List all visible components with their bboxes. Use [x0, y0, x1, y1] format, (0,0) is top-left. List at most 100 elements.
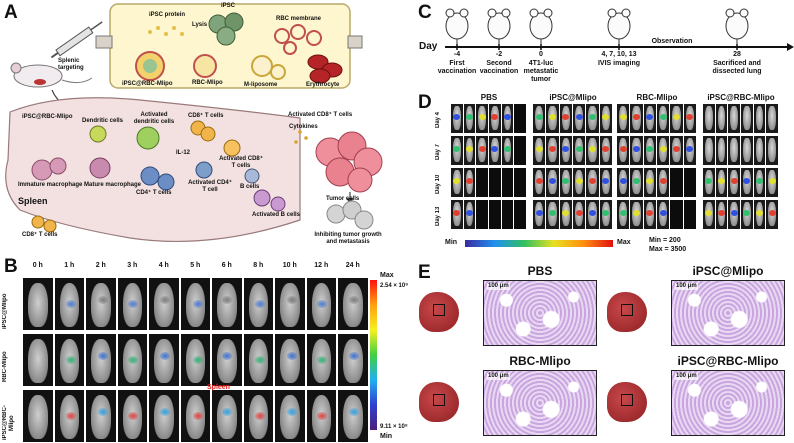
cd8-t-cell-icon: [190, 120, 216, 142]
signal-blob: [575, 210, 583, 216]
label-dendritic-cells: Dendritic cells: [82, 118, 124, 124]
ivis-cell: [533, 200, 546, 229]
ivis-cell: [463, 200, 476, 229]
mouse-silhouette: [217, 283, 237, 327]
mature-macrophage-icon: [89, 157, 111, 179]
ivis-cell: [753, 168, 766, 197]
signal-blob: [602, 114, 610, 120]
signal-blob: [659, 210, 667, 216]
ivis-cell: [715, 200, 728, 229]
signal-blob: [632, 146, 640, 152]
mouse-silhouette: [28, 339, 48, 383]
signal-blob: [453, 114, 461, 120]
ivis-cell: [630, 104, 643, 133]
signal-blob: [646, 114, 654, 120]
lung-roi-box: [621, 304, 633, 316]
ivis-cell: [476, 168, 488, 197]
label-lysis: Lysis: [192, 22, 208, 28]
signal-blob: [349, 352, 359, 360]
label-ipsc-rbc-mlipo: iPSC@RBC-Mlipo: [122, 81, 173, 87]
signal-blob: [192, 356, 203, 364]
signal-blob: [254, 412, 265, 420]
mouse-silhouette: [717, 138, 726, 162]
signal-blob: [588, 210, 596, 216]
signal-blob: [535, 146, 543, 152]
signal-blob: [588, 178, 596, 184]
ivis-max-value: Max = 3500: [649, 246, 687, 253]
histology-image: 100 μm: [671, 280, 785, 346]
imaging-cell: [23, 390, 53, 442]
ivis-cell: [643, 168, 656, 197]
ivis-cell: [586, 136, 599, 165]
time-label: 6 h: [221, 262, 232, 269]
scale-bar-label: 100 μm: [487, 283, 510, 290]
signal-blob: [503, 146, 511, 152]
scale-min-value: 9.11 × 10⁸: [380, 424, 408, 430]
activated-cd8-icon: [223, 139, 241, 157]
label-m-liposome: M-liposome: [244, 82, 278, 88]
signal-blob: [192, 412, 203, 420]
ipsc-rbc-mlipo-particle-icon: [135, 51, 165, 81]
signal-blob: [602, 210, 610, 216]
scale-max-label: Max: [380, 272, 394, 279]
mouse-silhouette: [755, 106, 764, 130]
mouse-icon: [445, 8, 469, 45]
ivis-cell: [514, 136, 526, 165]
event-text: IVIS imaging: [597, 60, 640, 67]
event-text: Observation: [651, 38, 693, 45]
signal-blob: [453, 146, 461, 152]
mouse-silhouette: [743, 106, 751, 130]
mouse-silhouette: [28, 283, 48, 327]
signal-blob: [705, 210, 713, 216]
signal-blob: [619, 210, 627, 216]
time-label: 10 h: [282, 262, 297, 269]
ivis-cell: [766, 168, 778, 197]
mouse-silhouette: [743, 138, 751, 162]
label-b-cells: B cells: [240, 184, 260, 190]
event-day: 28: [733, 51, 741, 58]
signal-blob: [588, 146, 596, 152]
signal-blob: [491, 146, 499, 152]
ivis-color-scale: [465, 240, 613, 247]
signal-blob: [535, 114, 543, 120]
label-erythrocyte: Erythrocyte: [306, 82, 340, 88]
signal-blob: [646, 146, 654, 152]
imaging-cell: [117, 334, 147, 386]
signal-blob: [659, 114, 667, 120]
signal-blob: [646, 210, 654, 216]
signal-blob: [730, 178, 738, 184]
mouse-silhouette: [717, 106, 726, 130]
panel-label-d: D: [418, 92, 432, 113]
signal-blob: [602, 178, 610, 184]
ivis-cell: [514, 104, 526, 133]
mouse-silhouette: [343, 283, 363, 327]
signal-blob: [548, 146, 556, 152]
ivis-cell: [451, 136, 463, 165]
signal-blob: [743, 178, 751, 184]
activated-cd4-icon: [195, 161, 213, 179]
mouse-silhouette: [154, 395, 174, 439]
imaging-cell: [306, 390, 336, 442]
label-rbc-membrane: RBC membrane: [276, 16, 322, 22]
ivis-cell: [476, 200, 488, 229]
imaging-cell: [149, 278, 179, 330]
label-il12: IL-12: [176, 150, 191, 156]
signal-blob: [619, 146, 627, 152]
signal-blob: [65, 412, 76, 420]
syringe-icon: [50, 21, 103, 59]
ivis-cell: [630, 136, 643, 165]
ivis-cell: [559, 168, 572, 197]
signal-blob: [287, 352, 297, 360]
group-header: iPSC@RBC-Mlipo: [707, 93, 775, 102]
mouse-silhouette: [730, 138, 738, 162]
signal-blob: [548, 114, 556, 120]
ivis-cell: [533, 104, 546, 133]
time-label: 12 h: [314, 262, 329, 269]
imaging-cell: [54, 390, 84, 442]
event-day: 4, 7, 10, 13: [601, 51, 637, 58]
signal-blob: [535, 178, 543, 184]
ivis-cell: [573, 200, 586, 229]
histology-image: 100 μm: [483, 370, 597, 436]
signal-blob: [98, 408, 108, 416]
